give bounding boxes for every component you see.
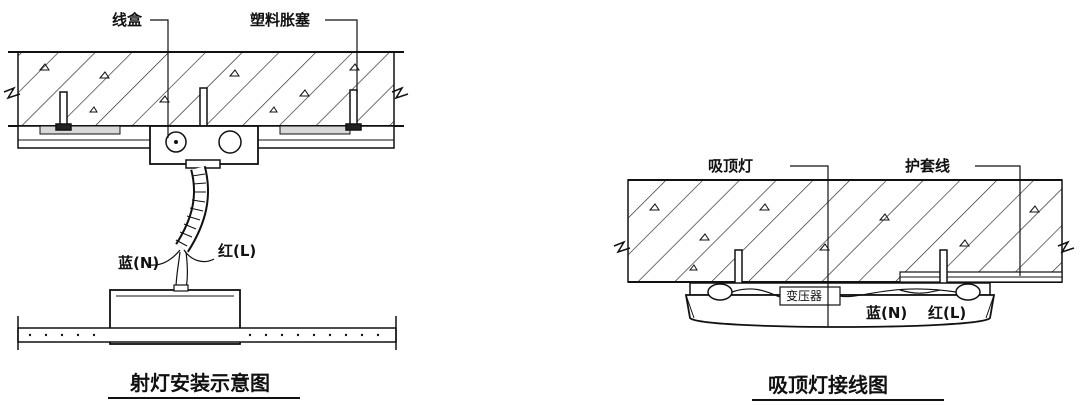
red-live-label: 红(L) [218, 242, 256, 260]
flexible-conduit [175, 165, 210, 253]
sheathed-wire-run [899, 271, 1063, 283]
transformer-label: 变压器 [786, 288, 822, 303]
spotlight-installation-diagram: 线盒 塑料胀塞 蓝(N) 红(L) 射灯安装示意图 [3, 11, 409, 399]
junction-box [149, 125, 259, 169]
sheathed-wire-label: 护套线 [905, 157, 950, 175]
red-live-label: 红(L) [928, 304, 966, 322]
plastic-anchor-label: 塑料胀塞 [250, 11, 311, 29]
ceiling-light-wiring-diagram: 吸顶灯 护套线 变压器 蓝(N) 红(L) 吸顶灯接线图 [613, 157, 1075, 401]
expansion-bolt [55, 87, 362, 131]
leader-lines [790, 165, 1021, 326]
concrete-ceiling-slab [613, 179, 1075, 283]
lead-wires [149, 249, 215, 289]
blue-neutral-label: 蓝(N) [866, 304, 907, 322]
spotlight-caption: 射灯安装示意图 [129, 371, 270, 395]
blue-neutral-label: 蓝(N) [118, 254, 159, 272]
ceiling-light-caption: 吸顶灯接线图 [768, 373, 888, 397]
junction-box-label: 线盒 [112, 11, 143, 29]
suspended-ceiling-board [17, 316, 397, 350]
transformer [779, 286, 841, 306]
ceiling-light-label: 吸顶灯 [708, 157, 753, 175]
ceiling-light-fixture [684, 282, 996, 328]
leader-lines [150, 19, 358, 138]
